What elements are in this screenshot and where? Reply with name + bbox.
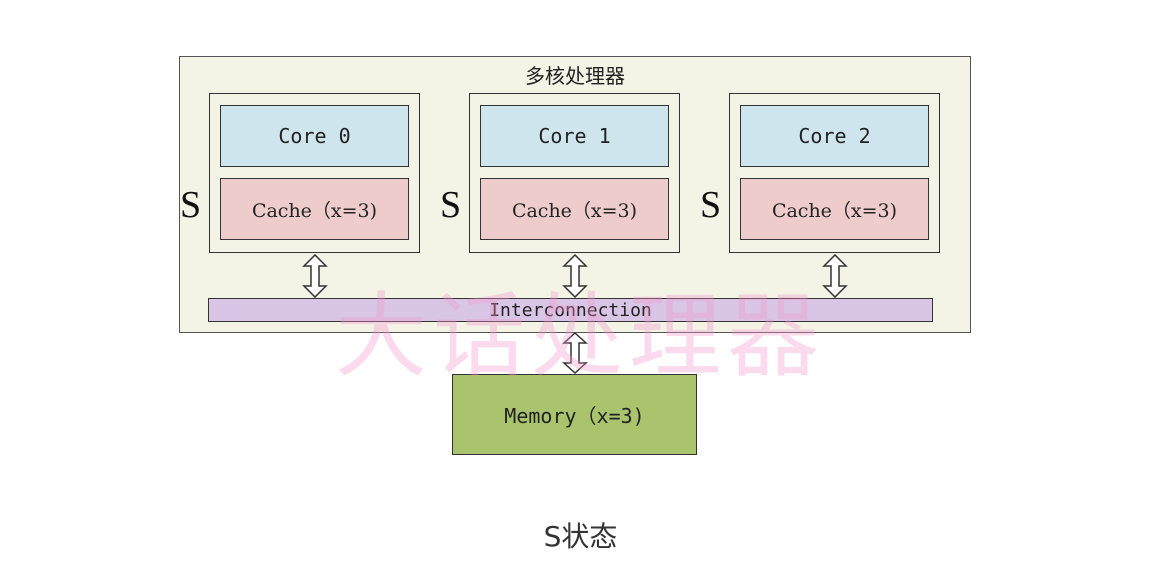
core-unit-2: Core 2 Cache（x=3) bbox=[729, 93, 940, 253]
core-1-box: Core 1 bbox=[480, 105, 669, 167]
bidirectional-arrow-icon bbox=[302, 254, 328, 298]
core-unit-0: Core 0 Cache（x=3) bbox=[209, 93, 420, 253]
cache-2-box: Cache（x=3) bbox=[740, 178, 929, 240]
cache-0-state: S bbox=[180, 184, 202, 226]
core-0-box: Core 0 bbox=[220, 105, 409, 167]
bidirectional-arrow-icon bbox=[562, 332, 588, 374]
cache-0-box: Cache（x=3) bbox=[220, 178, 409, 240]
cache-1-state: S bbox=[440, 184, 462, 226]
core-2-box: Core 2 bbox=[740, 105, 929, 167]
memory-box: Memory（x=3) bbox=[452, 374, 697, 455]
cache-2-state: S bbox=[700, 184, 722, 226]
processor-title: 多核处理器 bbox=[525, 64, 625, 88]
bidirectional-arrow-icon bbox=[562, 254, 588, 298]
interconnection-bus: Interconnection bbox=[208, 298, 933, 322]
bidirectional-arrow-icon bbox=[822, 254, 848, 298]
figure-caption: S状态 bbox=[543, 520, 618, 553]
cache-1-box: Cache（x=3) bbox=[480, 178, 669, 240]
core-unit-1: Core 1 Cache（x=3) bbox=[469, 93, 680, 253]
